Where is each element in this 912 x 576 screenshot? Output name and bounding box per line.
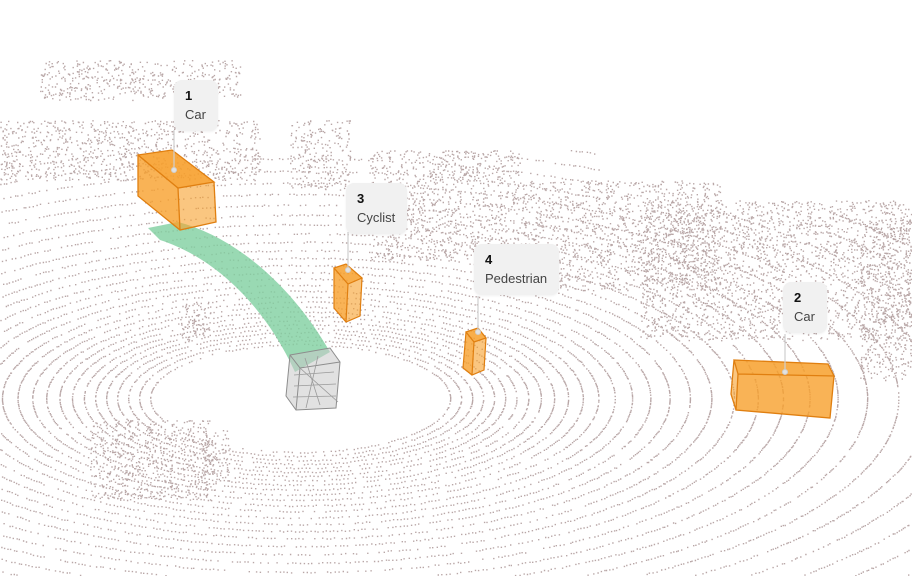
label-car-2[interactable]: 2 Car — [783, 282, 827, 333]
ego-vehicle-icon — [285, 347, 341, 411]
label-cyclist-3[interactable]: 3 Cyclist — [346, 183, 408, 234]
point-cloud — [0, 60, 912, 576]
object-class: Pedestrian — [485, 271, 548, 286]
object-id: 3 — [357, 191, 365, 206]
callout-leaders — [173, 130, 786, 372]
object-id: 4 — [485, 252, 493, 267]
bbox-car-1[interactable] — [136, 149, 217, 231]
object-id: 1 — [185, 88, 193, 103]
trajectory-path — [148, 222, 330, 372]
label-car-1[interactable]: 1 Car — [174, 80, 218, 131]
bbox-car-2[interactable] — [730, 359, 836, 419]
object-class: Car — [185, 107, 206, 122]
label-pedestrian-4[interactable]: 4 Pedestrian — [474, 244, 560, 295]
bbox-pedestrian-4[interactable] — [462, 327, 488, 376]
object-class: Cyclist — [357, 210, 396, 225]
bbox-cyclist-3[interactable] — [332, 263, 364, 323]
object-class: Car — [794, 309, 815, 324]
object-id: 2 — [794, 290, 802, 305]
